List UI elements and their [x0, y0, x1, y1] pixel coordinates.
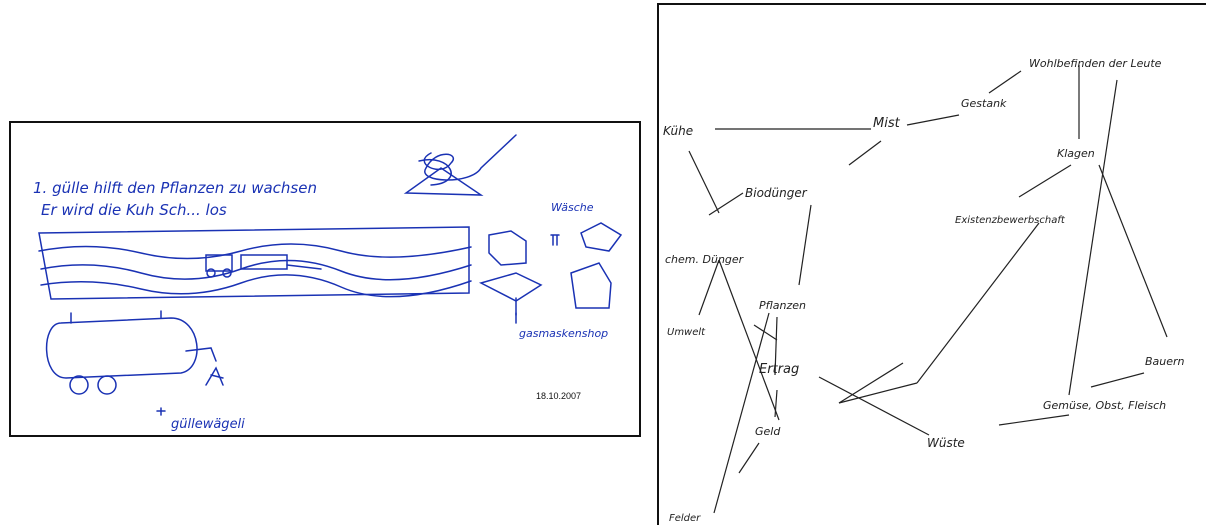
river-wave [38, 243, 472, 260]
edge [708, 192, 744, 216]
edge [818, 376, 930, 436]
causal-diagram: Kühe Mist Gestank Wohlbefinden der Leute… [663, 57, 1185, 524]
edge [798, 204, 812, 286]
river-wave [40, 259, 472, 281]
node-mist: Mist [873, 116, 901, 131]
label-waesche: Wäsche [551, 201, 594, 214]
node-umwelt: Umwelt [667, 327, 706, 338]
sketch-line-1: 1. gülle hilft den Pflanzen zu wachsen [33, 179, 317, 197]
date-stamp: 18.10.2007 [536, 391, 581, 401]
causal-diagram-panel: Kühe Mist Gestank Wohlbefinden der Leute… [657, 3, 1206, 525]
label-gasmaskenshop: gasmaskenshop [519, 327, 608, 340]
edge [998, 414, 1070, 426]
edge [698, 259, 720, 316]
node-gestank: Gestank [961, 97, 1007, 110]
edge [988, 70, 1022, 94]
node-ertrag: Ertrag [759, 362, 799, 377]
river-outline [38, 226, 470, 300]
edge [838, 382, 918, 404]
box [570, 262, 612, 309]
sketch-drawing: 1. gülle hilft den Pflanzen zu wachsen E… [33, 134, 623, 432]
box [488, 230, 527, 266]
edge [848, 140, 882, 166]
box [580, 222, 623, 252]
node-pflanzen: Pflanzen [759, 299, 806, 312]
edge [906, 114, 960, 126]
edge [753, 324, 778, 341]
edge [1090, 372, 1145, 388]
sketch-panel: 1. gülle hilft den Pflanzen zu wachsen E… [9, 121, 641, 437]
node-wohlbefinden: Wohlbefinden der Leute [1029, 57, 1162, 70]
node-chem-duenger: chem. Dünger [665, 253, 745, 266]
edge [718, 259, 780, 421]
sketch-line-2: Er wird die Kuh Sch... los [41, 201, 227, 219]
node-biodunger: Biodünger [745, 186, 808, 200]
edge [774, 389, 778, 418]
tank-wagon [45, 317, 198, 379]
edge [738, 442, 760, 474]
node-klagen: Klagen [1057, 147, 1095, 160]
edge [1068, 79, 1118, 396]
edge [688, 150, 720, 214]
node-wueste: Wüste [927, 436, 965, 450]
tractor [205, 254, 233, 272]
edge [838, 362, 904, 404]
label-guellewaegeli: güllewägeli [171, 417, 245, 432]
river-wave [40, 274, 472, 298]
edge [774, 316, 778, 376]
edge [916, 222, 1040, 384]
trailer [240, 254, 288, 270]
node-bauern: Bauern [1145, 355, 1185, 368]
node-existenz: Existenzbewerbschaft [955, 215, 1066, 226]
pen-sketch [423, 134, 517, 181]
edge [1098, 164, 1168, 338]
splash [205, 366, 224, 386]
node-kuehe: Kühe [663, 124, 693, 138]
node-geld: Geld [755, 425, 781, 438]
node-gemuese: Gemüse, Obst, Fleisch [1043, 399, 1166, 412]
edge [713, 312, 770, 514]
node-felder: Felder [669, 513, 701, 524]
box [478, 272, 543, 302]
edge [1018, 164, 1072, 198]
